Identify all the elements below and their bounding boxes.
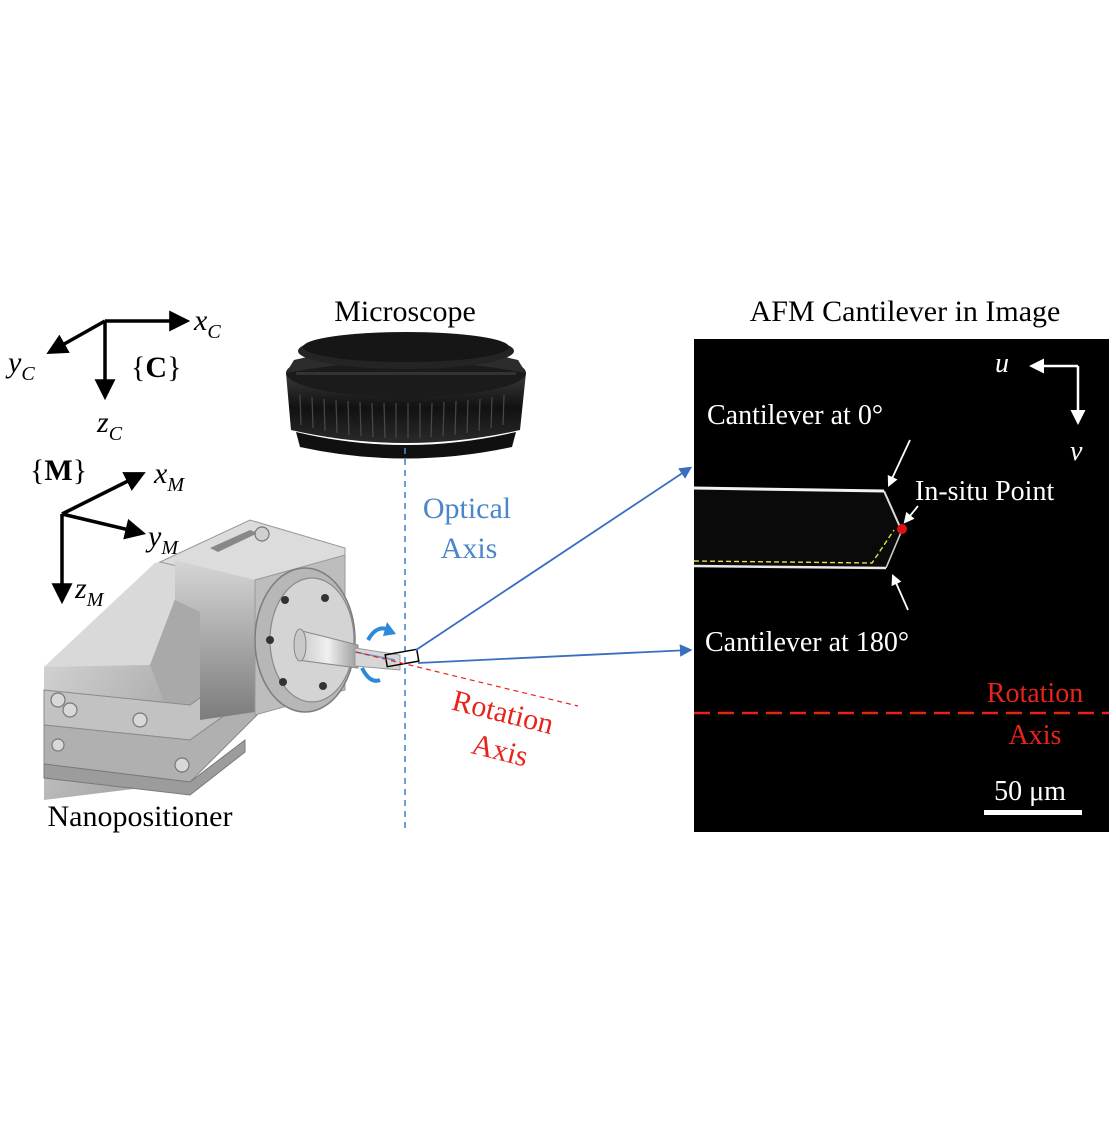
u-label: u: [995, 348, 1009, 379]
ym-letter: y: [145, 520, 162, 553]
zc-label: zC: [96, 406, 123, 445]
yc-subscript: C: [21, 363, 35, 385]
xm-axis-arrow: [61, 472, 146, 516]
scale-bar-label: 50 μm: [994, 776, 1066, 807]
cantilever-180-edge: [693, 564, 887, 570]
rotation-axis-line-scene: [355, 651, 579, 707]
cantilever-0-shape: [694, 487, 902, 568]
rotation-direction-arrow-lower: [360, 667, 381, 683]
frame-c-label: {C}: [131, 351, 181, 384]
zc-letter: z: [96, 406, 109, 439]
rotation-axis-label-line2: Axis: [468, 728, 531, 774]
frame-c-open-brace: {: [131, 351, 145, 384]
frame-c-bold-letter: C: [145, 351, 167, 384]
nanopositioner-device: [43, 519, 420, 800]
frame-m-close-brace: }: [73, 454, 87, 487]
pointer-in-situ-point: [903, 505, 919, 524]
in-situ-point-marker: [897, 524, 907, 534]
connector-arrow-upper: [415, 466, 693, 651]
rotation-axis-label-line1: Rotation: [449, 684, 557, 741]
in-situ-point-label: In-situ Point: [915, 476, 1054, 507]
afm-image-panel: u v Cantilever at 0° Cantilever at 180° …: [693, 339, 1109, 832]
optical-axis-label-line2: Axis: [441, 532, 498, 565]
frame-m-open-brace: {: [30, 454, 44, 487]
rotation-axis-label-line1-text: Rotation: [449, 684, 557, 741]
v-label: v: [1070, 436, 1083, 467]
optical-axis-label-line1: Optical: [423, 492, 511, 525]
scale-bar: [984, 810, 1082, 815]
nanopositioner-title: Nanopositioner: [48, 800, 233, 833]
rotation-axis-label-line2-text: Axis: [468, 728, 531, 774]
pointer-cantilever-0: [887, 439, 911, 487]
yc-label: yC: [5, 346, 35, 385]
image-rotation-label-line1: Rotation: [987, 678, 1083, 709]
xc-subscript: C: [207, 321, 221, 343]
cantilever-180-label: Cantilever at 180°: [705, 627, 909, 658]
ym-subscript: M: [160, 537, 179, 559]
cantilever-180-outline: [693, 529, 895, 564]
xm-letter: x: [153, 457, 168, 490]
zm-letter: z: [74, 572, 87, 605]
xc-label: xC: [193, 304, 221, 343]
zm-subscript: M: [86, 589, 105, 611]
yc-letter: y: [5, 346, 22, 379]
frame-m-label: {M}: [30, 454, 87, 487]
microscope-title: Microscope: [334, 295, 476, 328]
pointer-cantilever-180: [891, 574, 909, 611]
ym-label: yM: [145, 520, 179, 559]
xm-subscript: M: [166, 474, 185, 496]
manipulator-frame-m: xM yM zM {M}: [30, 454, 185, 611]
frame-c-close-brace: }: [167, 351, 181, 384]
afm-image-background: [694, 339, 1109, 832]
ym-axis-arrow: [61, 512, 147, 540]
xm-label: xM: [153, 457, 185, 496]
cantilever-0-label: Cantilever at 0°: [707, 400, 883, 431]
image-rotation-label-line2: Axis: [1009, 720, 1062, 751]
connector-arrow-lower: [417, 644, 693, 664]
frame-m-bold-letter: M: [44, 454, 72, 487]
xc-letter: x: [193, 304, 208, 337]
camera-frame-c: xC yC zC {C}: [5, 304, 221, 445]
yc-axis-arrow: [46, 319, 106, 355]
microscope-objective: [286, 332, 526, 459]
zm-label: zM: [74, 572, 105, 611]
zc-subscript: C: [109, 423, 123, 445]
afm-image-title: AFM Cantilever in Image: [750, 295, 1061, 328]
